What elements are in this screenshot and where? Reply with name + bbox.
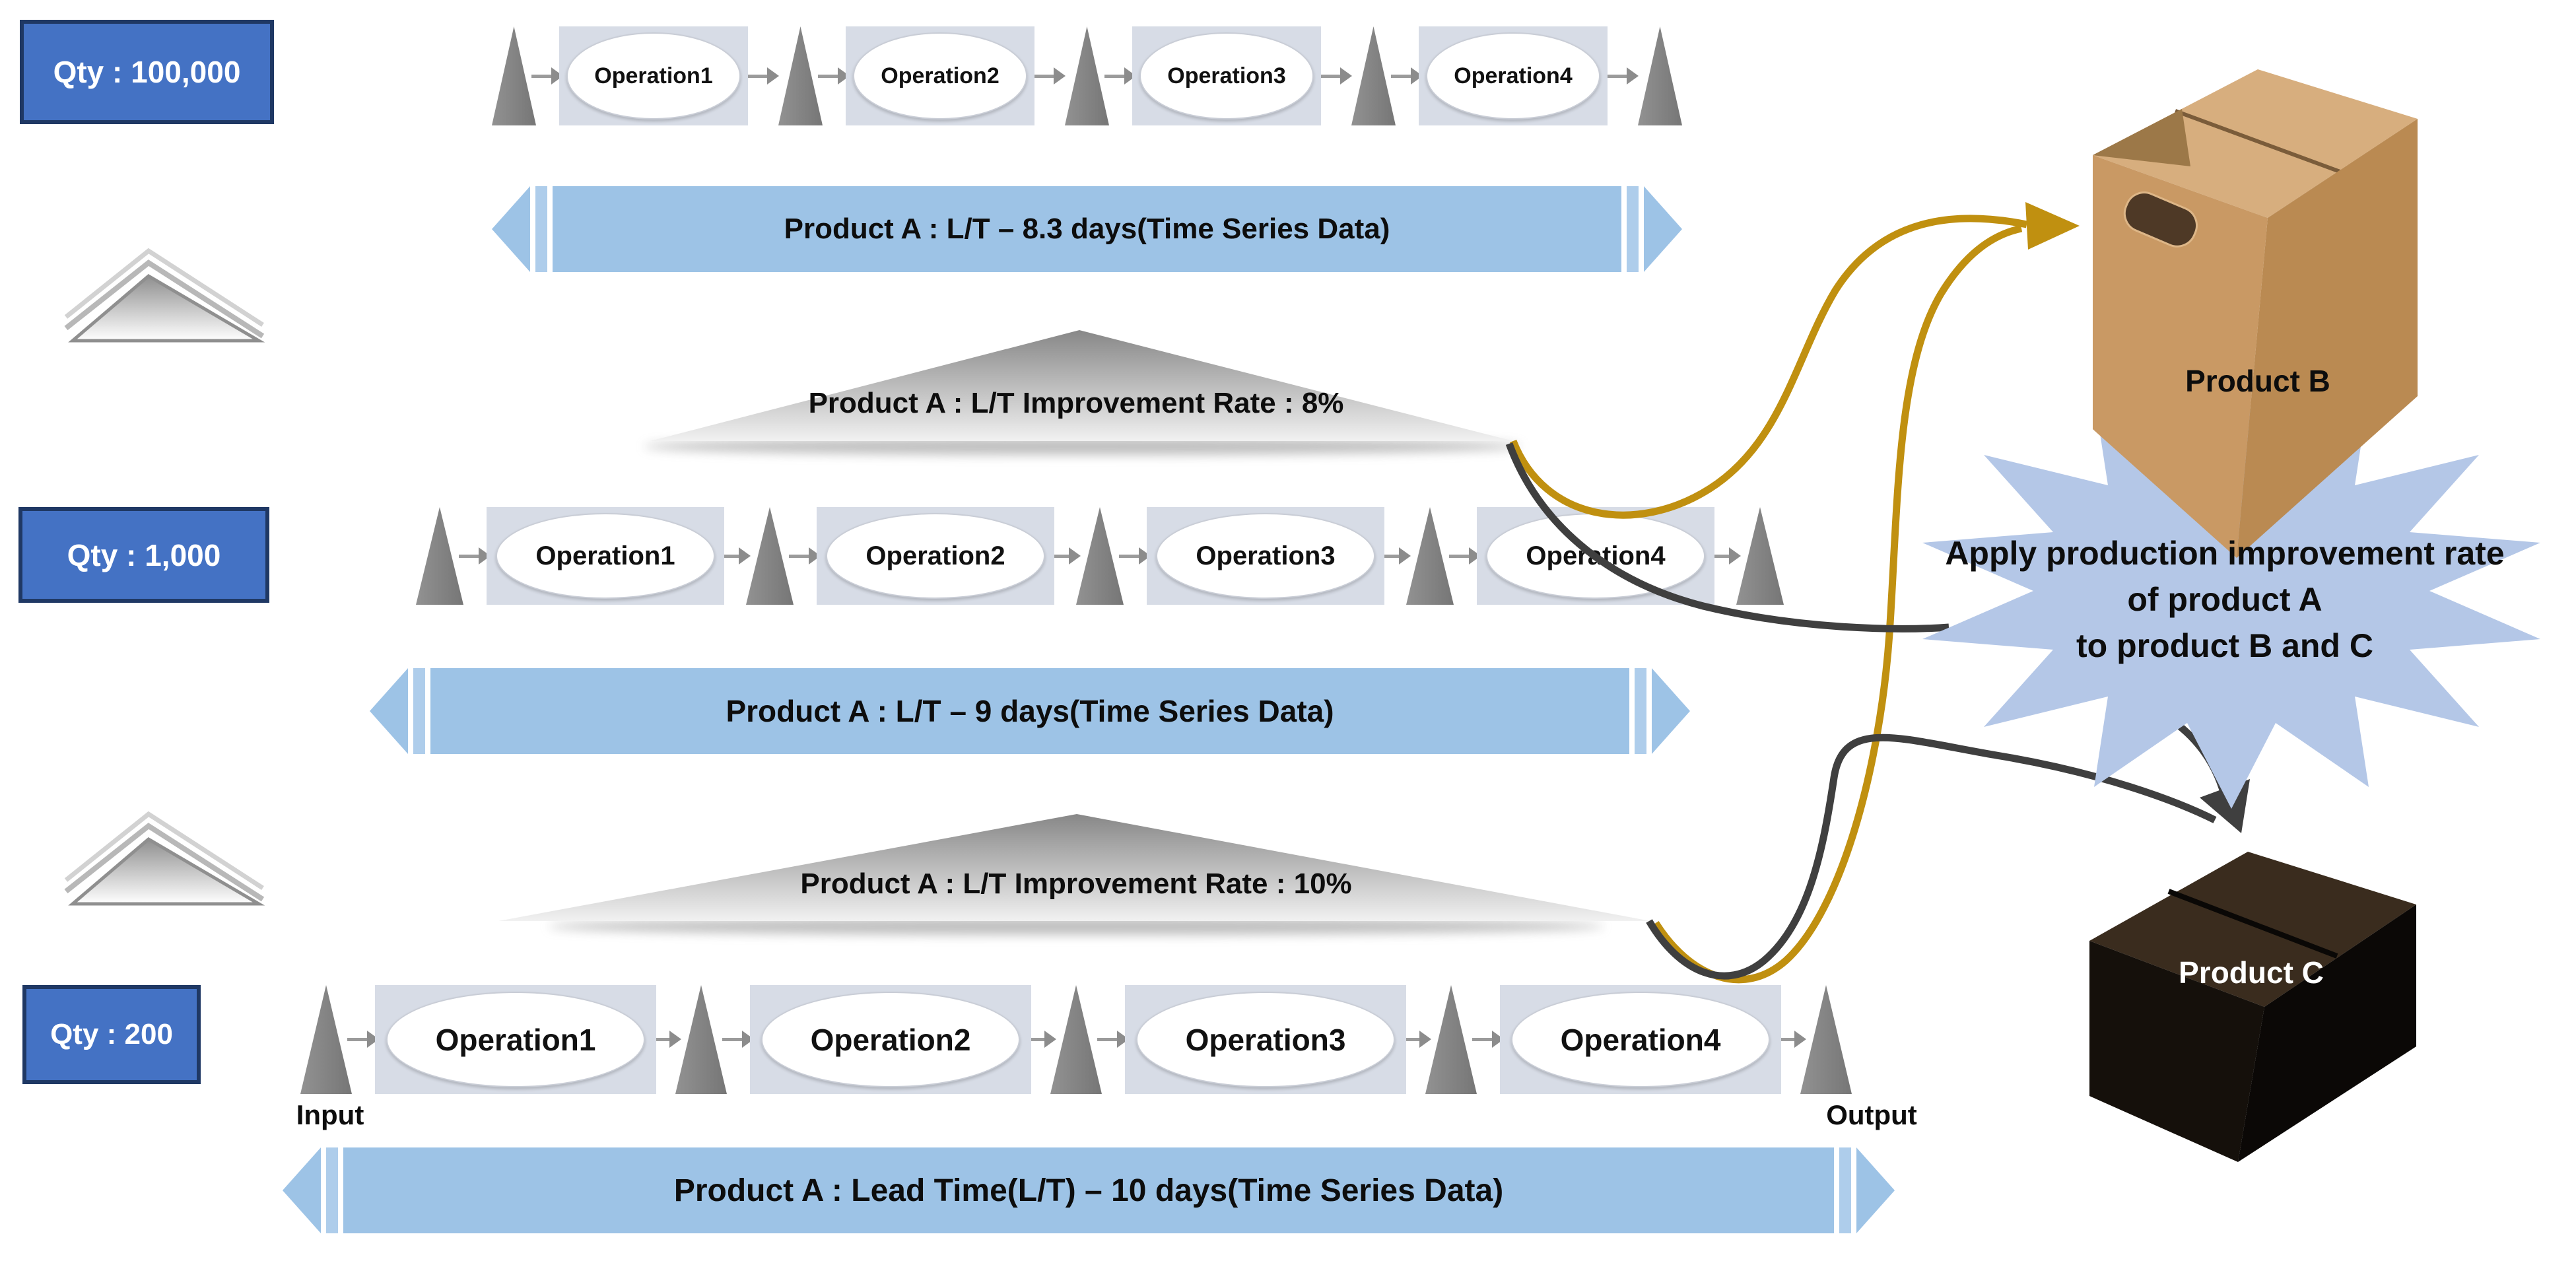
operation-label: Operation4 — [1560, 1022, 1721, 1057]
dark-curve-10pct-to-productC — [1646, 734, 2217, 980]
operation-ellipse — [853, 32, 1027, 120]
flow-arrow-icon — [1709, 547, 1741, 564]
callout-line: Apply production improvement rate — [1945, 535, 2505, 572]
callout-line: of product A — [2127, 581, 2322, 618]
product-c-label: Product C — [2179, 955, 2324, 990]
operation-ellipse — [761, 991, 1020, 1088]
operation-label: Operation4 — [1454, 63, 1573, 88]
operation-ellipse — [496, 512, 715, 599]
operation-node: Operation1 — [487, 507, 724, 605]
flow-arrow-icon — [650, 1031, 681, 1048]
operation-label: Operation3 — [1196, 541, 1336, 570]
gold-curve-8pct-to-productB — [1509, 215, 2028, 519]
operation-label: Operation2 — [881, 63, 1000, 88]
flow-arrow-icon — [1320, 67, 1352, 85]
band-body — [430, 668, 1629, 754]
operation-label: Operation3 — [1167, 63, 1286, 88]
qty-box-row1: Qty : 100,000 — [20, 20, 274, 124]
band-bar-icon — [1635, 668, 1646, 754]
improvement-label-10: Product A : L/T Improvement Rate : 10% — [800, 868, 1352, 900]
operation-ellipse — [826, 512, 1045, 599]
qty-box-row3: Qty : 200 — [22, 985, 201, 1084]
operation-node: Operation2 — [817, 507, 1054, 605]
operation-label: Operation1 — [594, 63, 713, 88]
flow-arrow-icon — [1379, 547, 1411, 564]
operation-ellipse — [1426, 32, 1600, 120]
band-bar-icon — [326, 1147, 338, 1233]
callout-line: to product B and C — [2076, 627, 2373, 664]
gold-arrowhead-icon — [2025, 202, 2080, 250]
leadtime-band-row1: Product A : L/T – 8.3 days(Time Series D… — [492, 186, 1682, 272]
product-c-box-illustration — [2089, 852, 2416, 1162]
stack-chevron-icon — [66, 814, 263, 904]
triangle-shadow — [644, 438, 1522, 455]
leadtime-band-row2: Product A : L/T – 9 days(Time Series Dat… — [370, 668, 1690, 754]
band-body — [343, 1147, 1834, 1233]
output-label: Output — [1826, 1099, 1917, 1130]
band-label: Product A : Lead Time(L/T) – 10 days(Tim… — [673, 1173, 1504, 1208]
product-b-box-illustration — [2093, 69, 2418, 558]
operation-label: Operation1 — [535, 541, 675, 570]
band-bar-icon — [1839, 1147, 1851, 1233]
band-body — [553, 186, 1621, 272]
dark-curve-8pct-to-callout — [1505, 442, 1949, 632]
operation-ellipse — [1136, 991, 1395, 1088]
band-bar-icon — [535, 186, 547, 272]
operation-label: Operation3 — [1185, 1022, 1346, 1057]
operation-node: Operation3 — [1132, 26, 1321, 125]
leadtime-band-row3: Product A : Lead Time(L/T) – 10 days(Tim… — [283, 1147, 1895, 1233]
flow-arrow-icon — [1025, 1031, 1056, 1048]
band-bar-icon — [1627, 186, 1639, 272]
flow-arrow-icon — [1775, 1031, 1806, 1048]
improvement-label-8: Product A : L/T Improvement Rate : 8% — [808, 387, 1344, 419]
operation-ellipse — [1511, 991, 1770, 1088]
improvement-triangle-10 — [498, 814, 1650, 921]
triangle-shadow — [548, 918, 1604, 935]
operation-node: Operation2 — [750, 985, 1031, 1094]
callout-text: Apply production improvement rate of pro… — [1842, 530, 2576, 669]
qty-box-row2: Qty : 1,000 — [18, 507, 269, 603]
flow-arrow-icon — [1034, 67, 1066, 85]
operation-node: Operation4 — [1500, 985, 1781, 1094]
flow-arrow-icon — [747, 67, 779, 85]
stack-chevron-icon — [66, 251, 263, 341]
operation-node: Operation2 — [846, 26, 1034, 125]
operation-ellipse — [386, 991, 645, 1088]
operation-label: Operation1 — [435, 1022, 596, 1057]
operation-node: Operation4 — [1419, 26, 1608, 125]
operation-node: Operation3 — [1125, 985, 1406, 1094]
band-label: Product A : L/T – 9 days(Time Series Dat… — [726, 694, 1334, 728]
gold-curve-10pct-to-productB — [1652, 224, 2023, 984]
operation-ellipse — [566, 32, 741, 120]
operation-node: Operation1 — [559, 26, 748, 125]
operation-node: Operation1 — [375, 985, 656, 1094]
flow-arrow-icon — [1400, 1031, 1431, 1048]
operation-label: Operation2 — [810, 1022, 971, 1057]
band-label: Product A : L/T – 8.3 days(Time Series D… — [784, 213, 1390, 245]
product-b-label: Product B — [2185, 364, 2330, 398]
improvement-triangle-8 — [650, 330, 1513, 441]
operation-label: Operation2 — [865, 541, 1005, 570]
flow-arrow-icon — [1049, 547, 1081, 564]
input-label: Input — [296, 1099, 364, 1130]
starburst-shape — [1922, 373, 2540, 809]
flow-arrow-icon — [1607, 67, 1639, 85]
band-bar-icon — [413, 668, 425, 754]
operation-ellipse — [1156, 512, 1375, 599]
flow-arrow-icon — [719, 547, 751, 564]
operation-ellipse — [1139, 32, 1314, 120]
operation-node: Operation3 — [1147, 507, 1384, 605]
